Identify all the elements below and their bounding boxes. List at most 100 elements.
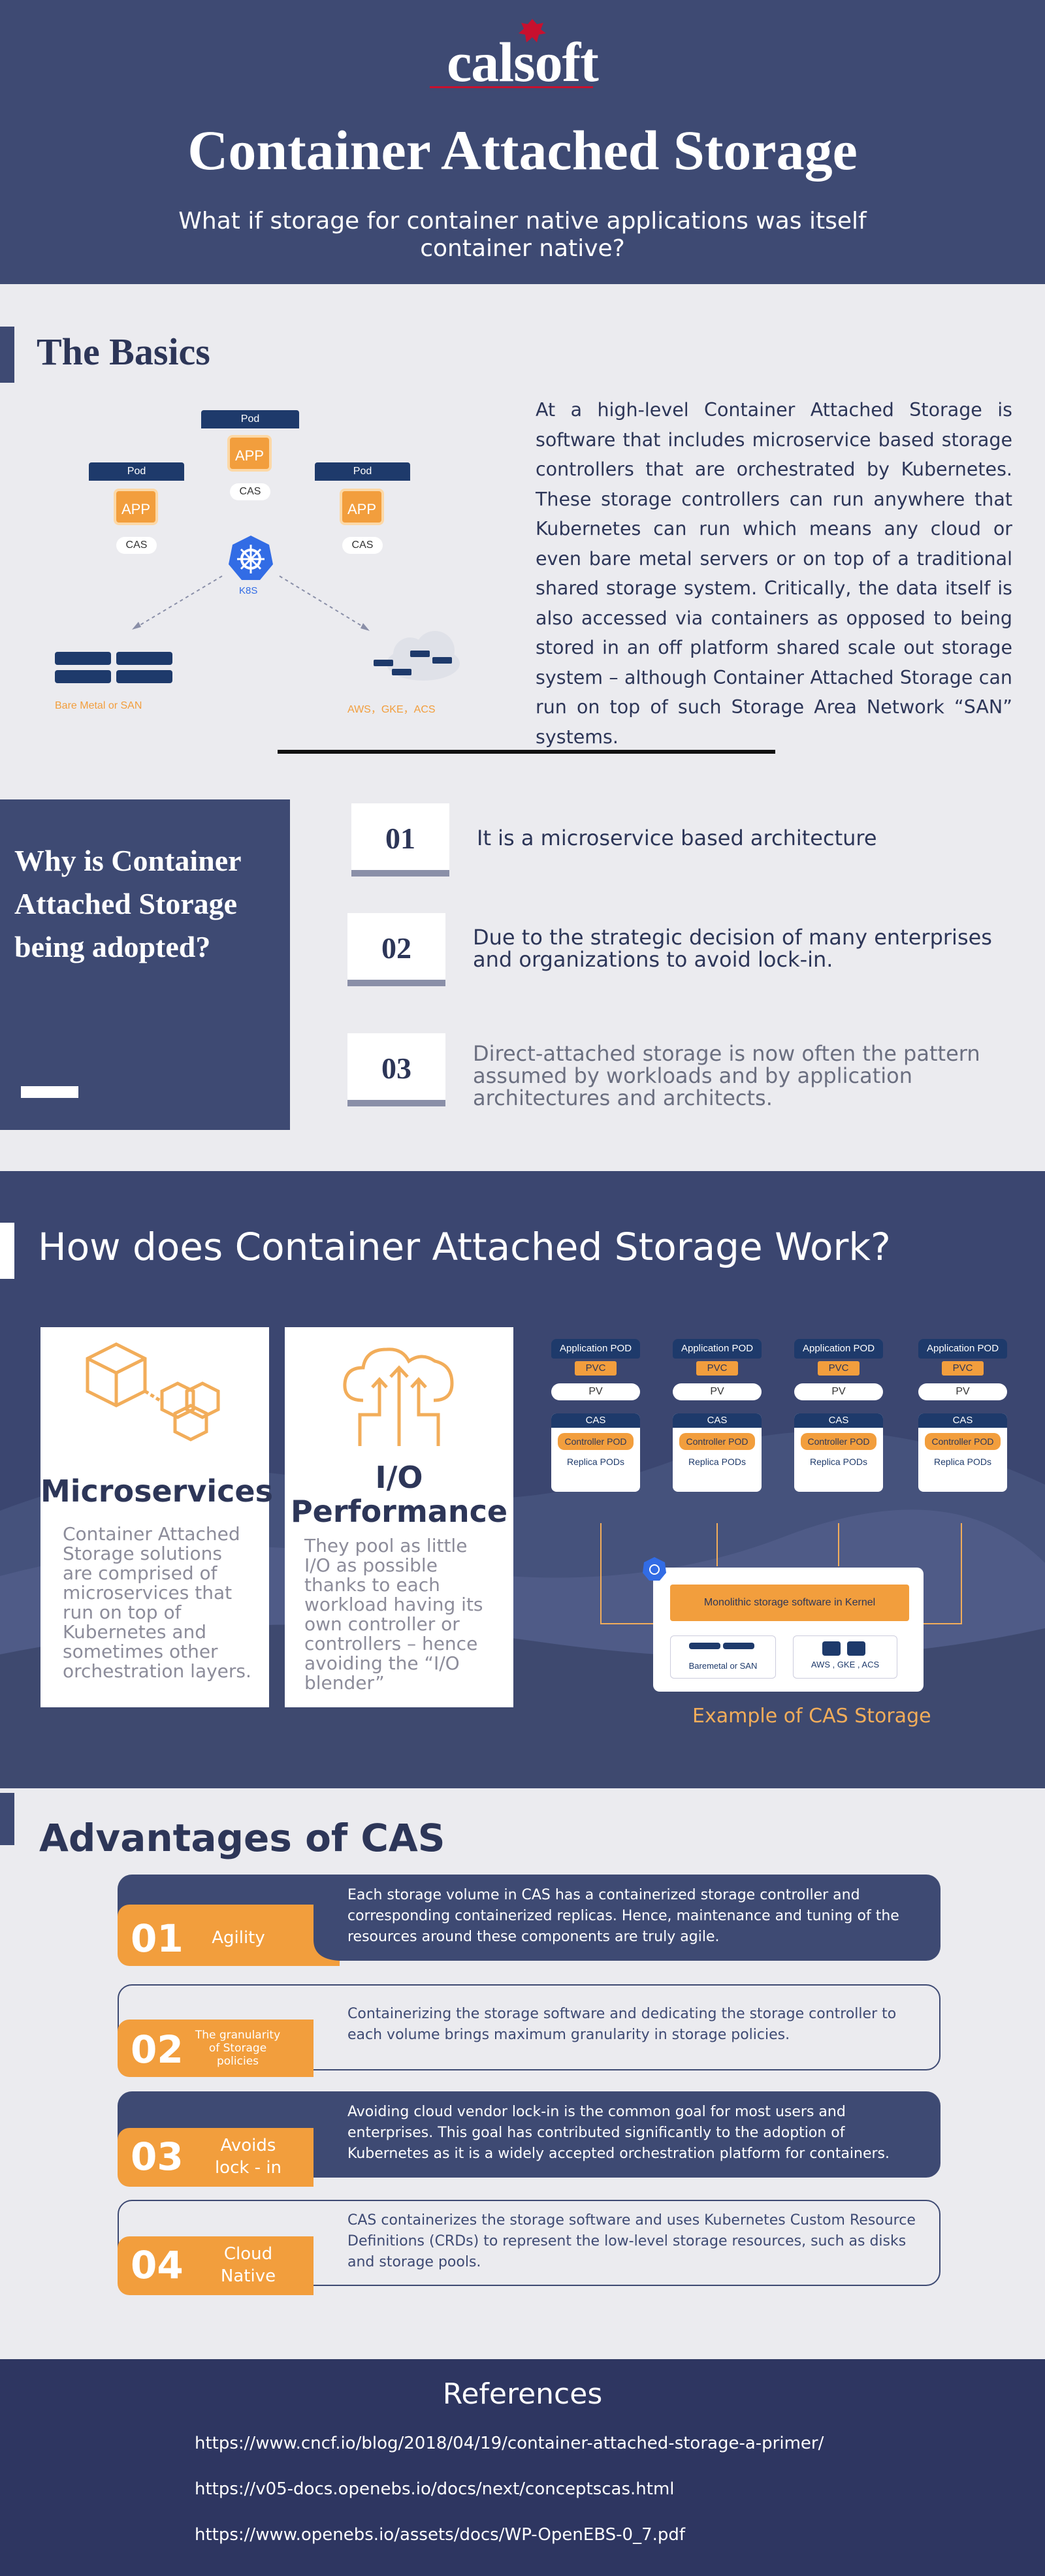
advantage-label: The granularity of Storage policies [195,2029,281,2068]
reference-link[interactable]: https://www.cncf.io/blog/2018/04/19/cont… [195,2434,824,2453]
controller-pod: Controller POD [801,1433,876,1450]
why-item-text: Due to the strategic decision of many en… [473,925,992,972]
replica-pods: Replica PODs [934,1457,991,1467]
advantage-label: Cloud Native [220,2244,276,2286]
monolithic-label: Monolithic storage software in Kernel [670,1585,909,1621]
advantage-text: Containerizing the storage software and … [347,2006,897,2043]
why-item-text: It is a microservice based architecture [477,826,877,850]
cas-pill: CAS [342,537,383,554]
baremetal-box: Baremetal or SAN [670,1635,776,1679]
app-box: APP [227,435,272,472]
card-title: Microservices [40,1473,273,1509]
references-title: References [442,2377,603,2411]
advantage-number: 03 [131,2134,184,2179]
replica-pods: Replica PODs [688,1457,746,1467]
application-pod: Application POD [673,1339,762,1359]
advantage-text: CAS containerizes the storage software a… [347,2212,916,2270]
basics-diagram: Pod APP CAS Pod APP CAS Pod APP CAS K8S … [26,405,483,718]
why-item-text: Direct-attached storage is now often the… [473,1041,980,1110]
why-number: 01 [351,803,449,877]
why-dash [21,1086,78,1098]
divider [278,750,775,754]
application-pod: Application POD [918,1339,1007,1359]
advantage-tab [118,2128,314,2187]
storage-connectors [600,1523,962,1624]
application-pod: Application POD [794,1339,883,1359]
advantage-label: Avoids lock - in [214,2136,282,2178]
card-text: They pool as little I/O as possible than… [304,1535,483,1694]
section-marker [0,327,14,383]
why-title: Why is Container Attached Storage being … [14,844,241,963]
pod-label: Pod [201,410,299,428]
card-title: I/O Performance [290,1460,508,1529]
tab-curve [287,2236,314,2295]
cas-caption: Example of CAS Storage [692,1705,931,1728]
cas-block: CAS Controller POD Replica PODs [918,1413,1007,1492]
tab-curve [287,1905,340,1966]
replica-pods: Replica PODs [810,1457,867,1467]
app-box: APP [114,489,158,525]
advantage-tab [118,2020,314,2077]
server-icon [55,652,172,683]
pod-stack: Application POD PVC PV CAS Controller PO… [918,1339,1007,1492]
cas-pill: CAS [116,537,157,554]
pod-stack: Application POD PVC PV CAS Controller PO… [673,1339,762,1492]
tab-curve [287,2020,314,2077]
app-box: APP [340,489,384,525]
cloud-caption: AWS，GKE，ACS [347,704,436,715]
cas-block: CAS Controller POD Replica PODs [794,1413,883,1492]
advantage-number: 01 [131,1916,184,1961]
pv-label: PV [551,1383,640,1400]
microservices-card [40,1327,269,1707]
advantage-number: 02 [131,2027,184,2072]
pvc-label: PVC [696,1361,738,1376]
connector-arrows [132,575,370,631]
basics-title: The Basics [37,330,210,373]
references-section [0,2359,1045,2576]
why-number: 02 [347,913,445,986]
advantage-label: Agility [212,1928,265,1948]
baremetal-label: Baremetal or SAN [688,1661,758,1671]
controller-pod: Controller POD [679,1433,755,1450]
section-marker [0,1223,14,1279]
pvc-label: PVC [818,1361,860,1376]
page-title: Container Attached Storage [187,119,858,182]
reference-link[interactable]: https://www.openebs.io/assets/docs/WP-Op… [195,2525,686,2545]
advantage-text: Avoiding cloud vendor lock-in is the com… [347,2104,890,2162]
basics-body: At a high-level Container Attached Stora… [536,399,1012,748]
advantage-tab [118,2236,314,2295]
pvc-label: PVC [575,1361,617,1376]
cloud-label: AWS , GKE , ACS [811,1660,880,1669]
controller-pod: Controller POD [558,1433,634,1450]
reference-link[interactable]: https://v05-docs.openebs.io/docs/next/co… [195,2479,675,2499]
advantage-tab [118,1905,314,1966]
logo-underline [430,86,593,88]
cloud-icon [374,631,460,681]
advantage-text: Each storage volume in CAS has a contain… [347,1887,899,1945]
kubernetes-icon [643,1557,666,1581]
header-banner [0,0,1045,284]
advantages-title: Advantages of CAS [39,1816,445,1860]
k8s-label: K8S [239,585,258,596]
pod-label: Pod [315,462,410,481]
application-pod: Application POD [551,1339,640,1359]
cloud-upload-icon [343,1347,454,1446]
pv-label: PV [794,1383,883,1400]
pvc-label: PVC [942,1361,984,1376]
controller-pod: Controller POD [925,1433,1001,1450]
kubernetes-icon [229,536,273,580]
how-title: How does Container Attached Storage Work… [38,1225,891,1269]
cas-diagram: Application POD PVC PV CAS Controller PO… [551,1339,1007,1692]
bare-metal-caption: Bare Metal or SAN [55,700,142,711]
card-text: Container Attached Storage solutions are… [63,1523,251,1682]
page-subtitle: What if storage for container native app… [178,208,867,262]
pod-label: Pod [89,462,184,481]
replica-pods: Replica PODs [567,1457,624,1467]
tab-curve [287,2128,314,2187]
pv-label: PV [918,1383,1007,1400]
section-marker [0,1793,14,1845]
cas-pill: CAS [230,483,270,500]
logo[interactable]: calsoft [447,31,599,93]
why-number: 03 [347,1033,445,1106]
cas-block: CAS Controller POD Replica PODs [673,1413,762,1492]
